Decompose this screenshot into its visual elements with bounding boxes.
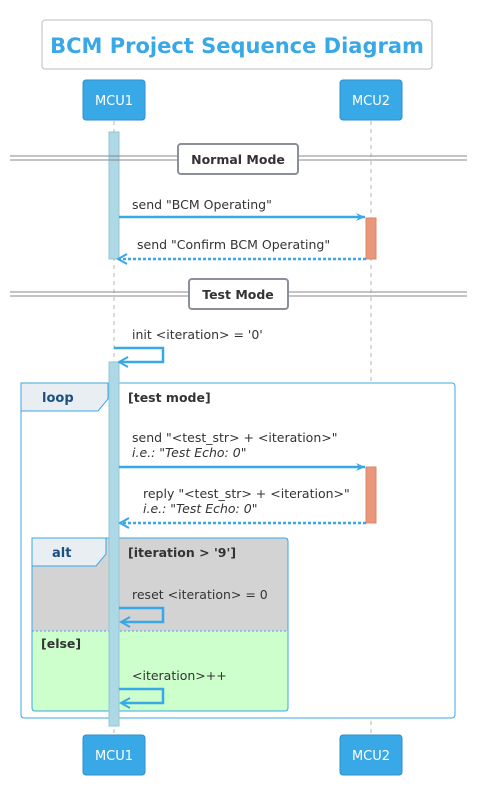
participant-mcu1-top-label: MCU1	[95, 94, 133, 109]
confirm-operating-label: send "Confirm BCM Operating"	[137, 237, 330, 252]
else-section-background	[32, 631, 288, 711]
alt-fragment	[31, 537, 289, 712]
init-iteration-arrow	[114, 346, 165, 362]
reply-test-label: reply "<test_str> + <iteration>"	[143, 486, 350, 501]
send-operating-label: send "BCM Operating"	[132, 197, 272, 212]
loop-label-tab	[20, 382, 109, 412]
mcu2-activation-operating	[365, 217, 377, 260]
test-mode-divider-label: Test Mode	[202, 287, 274, 302]
normal-mode-divider-box	[177, 143, 299, 175]
alt-guard: [iteration > '9']	[128, 545, 236, 560]
participant-mcu1-bottom-label: MCU1	[95, 749, 133, 764]
normal-mode-divider-label: Normal Mode	[191, 152, 285, 167]
diagram-title: BCM Project Sequence Diagram	[50, 34, 424, 58]
loop-keyword: loop	[42, 391, 74, 406]
send-test-label: send "<test_str> + <iteration>"	[132, 430, 337, 445]
init-iteration-label: init <iteration> = '0'	[132, 327, 263, 342]
loop-guard: [test mode]	[128, 390, 211, 405]
participant-mcu2-top-label: MCU2	[352, 94, 390, 109]
mcu1-activation-test	[108, 361, 120, 727]
participant-mcu1-top[interactable]	[82, 79, 146, 121]
alt-keyword: alt	[52, 546, 71, 561]
reset-iteration-arrow	[119, 606, 165, 622]
participant-mcu2-bottom[interactable]	[339, 734, 403, 776]
test-mode-divider-box	[188, 278, 289, 310]
reset-iteration-label: reset <iteration> = 0	[132, 587, 268, 602]
title-box	[41, 19, 433, 70]
mcu1-activation-normal	[108, 131, 120, 260]
send-test-example: i.e.: "Test Echo: 0"	[132, 445, 246, 460]
participant-mcu1-bottom[interactable]	[82, 734, 146, 776]
participant-mcu2-top[interactable]	[339, 79, 403, 121]
alt-label-tab	[31, 537, 107, 567]
increment-iteration-arrow	[119, 687, 165, 703]
else-guard: [else]	[41, 636, 81, 651]
reply-test-example: i.e.: "Test Echo: 0"	[143, 501, 257, 516]
participant-mcu2-bottom-label: MCU2	[352, 749, 390, 764]
mcu2-activation-test	[365, 466, 377, 524]
increment-iteration-label: <iteration>++	[132, 668, 227, 683]
